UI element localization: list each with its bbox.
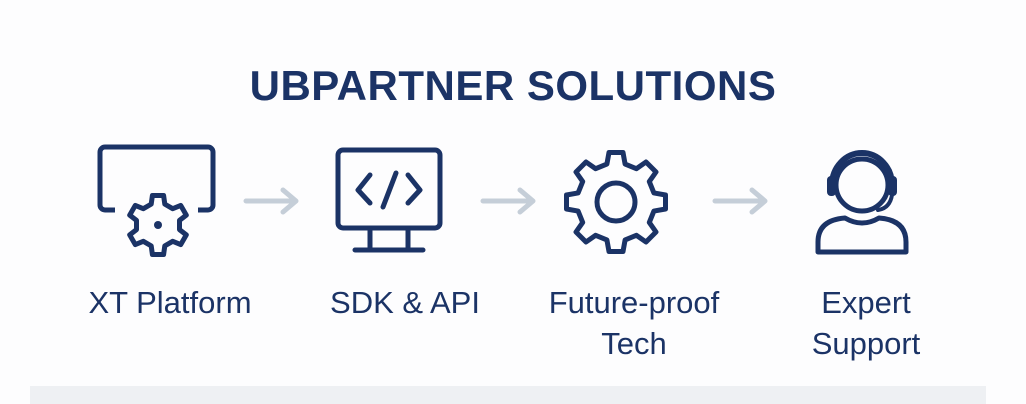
- headset-user-icon: [800, 140, 930, 265]
- monitor-code-icon: [330, 140, 460, 265]
- gear-icon: [552, 140, 682, 265]
- step-label-xt-platform: XT Platform: [88, 285, 252, 320]
- arrow-right-icon: [243, 187, 299, 215]
- arrow-right-icon: [480, 187, 536, 215]
- arrow-right-icon: [712, 187, 768, 215]
- bottom-strip: [30, 386, 986, 404]
- page-title: UBPARTNER SOLUTIONS: [249, 62, 777, 109]
- monitor-gear-icon: [95, 140, 225, 265]
- step-label-sdk-api: SDK & API: [330, 285, 480, 320]
